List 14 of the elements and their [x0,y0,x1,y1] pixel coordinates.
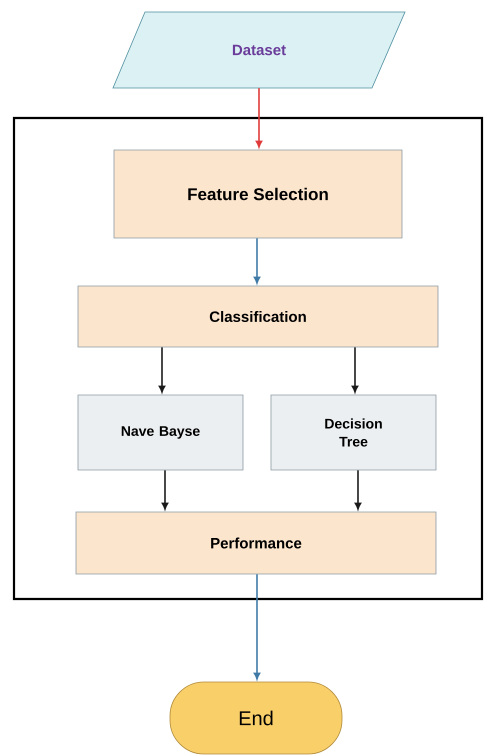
terminal-pill: End [170,682,342,754]
arrow [256,88,262,148]
arrow [254,574,260,680]
arrow [354,470,362,510]
arrow [254,238,260,284]
process-box: Classification [78,286,438,348]
group-frame [12,116,484,600]
arrow [158,347,166,393]
method-box: Nave Bayse [78,394,244,470]
process-box: Performance [76,512,436,574]
method-box: Decision Tree [270,394,436,470]
arrow [162,470,168,510]
process-box: Feature Selection [114,150,402,238]
arrow [352,347,358,393]
